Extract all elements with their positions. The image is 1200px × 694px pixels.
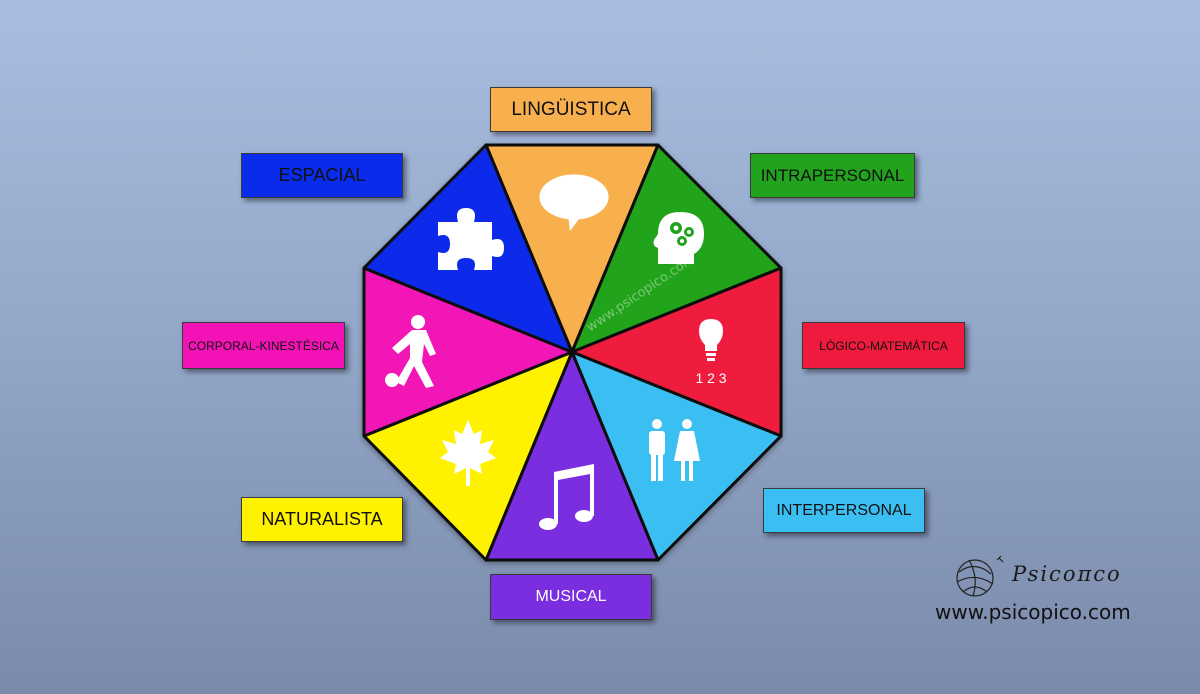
- puzzle-piece-icon: [438, 208, 504, 270]
- psicopico-logo-icon: [956, 555, 1004, 597]
- icon-123-text: 1 2 3: [695, 370, 726, 386]
- label-corporal: CORPORAL-KINESTÉSICA: [182, 322, 345, 369]
- music-note-icon: [539, 464, 594, 530]
- label-logico: LÓGICO-MATEMÁTICA: [802, 322, 965, 369]
- soccer-player-icon: [385, 315, 436, 388]
- label-naturalista: NATURALISTA: [241, 497, 403, 542]
- lightbulb-123-icon: 1 2 3: [695, 319, 727, 386]
- logo-name: Psicoπco: [1012, 562, 1122, 586]
- website-text: www.psicopico.com: [935, 600, 1131, 624]
- man-woman-icon: [649, 419, 700, 481]
- maple-leaf-icon: [440, 420, 496, 486]
- head-gears-icon: [653, 212, 704, 264]
- label-interpersonal: INTERPERSONAL: [763, 488, 925, 533]
- speech-bubble-icon: [539, 174, 609, 231]
- label-musical: MUSICAL: [490, 574, 652, 620]
- label-linguistica: LINGÜISTICA: [490, 87, 652, 132]
- label-intrapersonal: INTRAPERSONAL: [750, 153, 915, 198]
- label-espacial: ESPACIAL: [241, 153, 403, 198]
